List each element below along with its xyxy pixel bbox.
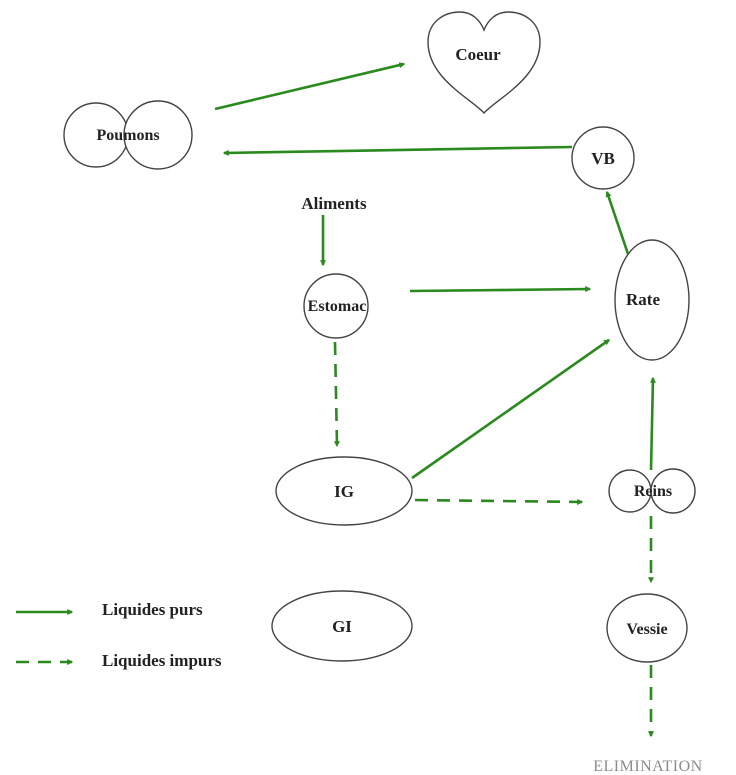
arrow-poumons-to-coeur [214, 62, 406, 111]
ig-ellipse [275, 456, 413, 526]
gi-ellipse [271, 590, 413, 662]
ig-label: IG [334, 482, 354, 501]
vessie-ellipse [606, 593, 688, 663]
arrow-ig-to-rate [411, 338, 610, 480]
poumons-label: Poumons [96, 127, 159, 144]
rate-label: Rate [626, 290, 660, 309]
estomac-label: Estomac [308, 298, 367, 315]
elimination-label: ELIMINATION [593, 758, 702, 775]
poumon-right-circle [123, 100, 193, 170]
coeur-label: Coeur [455, 45, 501, 64]
estomac-circle [303, 273, 369, 339]
coeur-heart-shape [427, 11, 541, 115]
arrow-rate-to-vb [605, 190, 630, 255]
gi-label: GI [332, 617, 352, 636]
legend-impure-label: Liquides impurs [102, 651, 222, 670]
arrow-ig-to-reins [414, 498, 584, 505]
arrow-reins-to-rate [649, 376, 656, 471]
arrow-vb-to-poumons [222, 145, 573, 156]
legend-pure-label: Liquides purs [102, 600, 203, 619]
arrow-estomac-to-ig [333, 341, 340, 448]
arrow-estomac-to-rate [409, 286, 592, 293]
vessie-label: Vessie [626, 621, 667, 638]
rein-right-circle [650, 468, 696, 514]
rate-ellipse [614, 239, 690, 361]
vb-label: VB [591, 149, 615, 168]
aliments-label: Aliments [301, 194, 367, 213]
reins-label: Reins [634, 483, 672, 500]
vb-circle [571, 126, 635, 190]
